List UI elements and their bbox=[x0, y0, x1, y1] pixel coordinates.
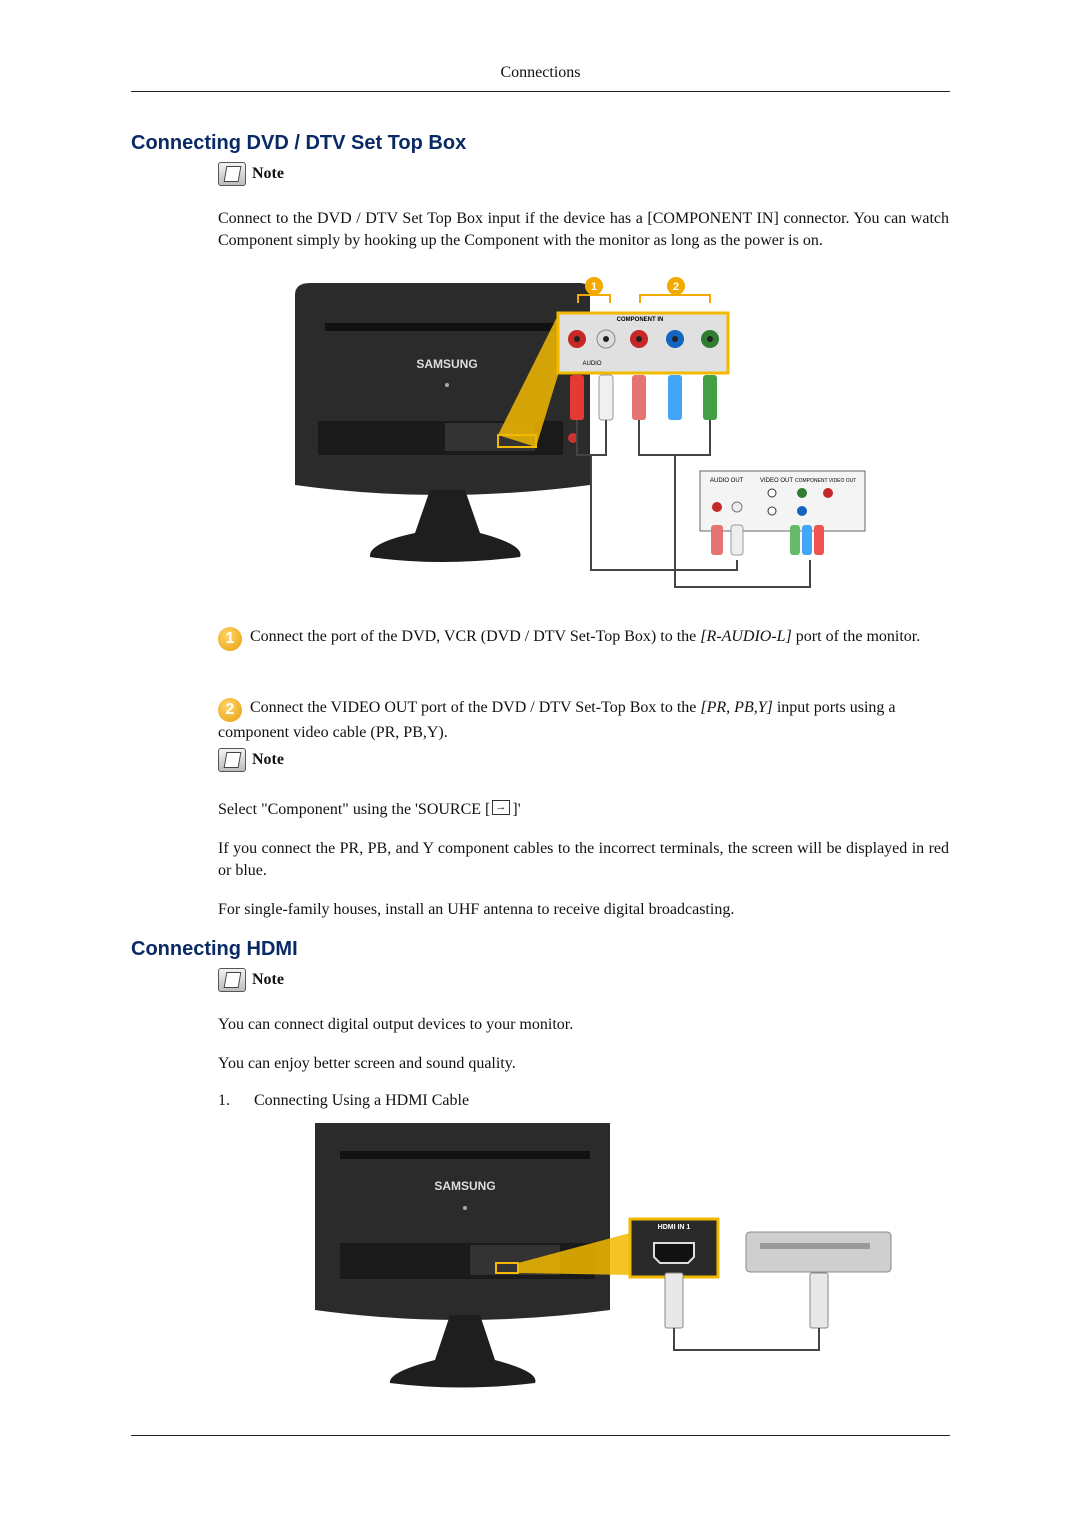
step-1-tail: port of the monitor. bbox=[795, 628, 921, 645]
hdmi-cable bbox=[673, 1328, 820, 1351]
hdmi-port bbox=[653, 1242, 695, 1264]
hdmi-plug-device bbox=[809, 1272, 829, 1329]
note-icon bbox=[218, 968, 246, 992]
step-1-text: Connect the port of the DVD, VCR (DVD / … bbox=[250, 628, 697, 645]
incorrect-terminals: If you connect the PR, PB, and Y compone… bbox=[218, 838, 949, 882]
cable-plugs bbox=[570, 374, 717, 421]
note-2: Note bbox=[218, 748, 284, 772]
hdmi-plug-monitor bbox=[664, 1272, 684, 1329]
note-label: Note bbox=[252, 971, 284, 988]
select-text-a: Select "Component" using the 'SOURCE [ bbox=[218, 801, 491, 818]
vent-strip bbox=[340, 1151, 590, 1159]
brand-logo: SAMSUNG bbox=[416, 357, 477, 371]
uhf-text: For single-family houses, install an UHF… bbox=[218, 901, 735, 918]
hdmi-connection-figure: SAMSUNG HDMI IN 1 bbox=[315, 1123, 892, 1388]
step-1: 1 Connect the port of the DVD, VCR (DVD … bbox=[218, 626, 949, 651]
note-icon bbox=[218, 162, 246, 186]
component-connection-figure: SAMSUNG COMPONENT IN AUDIO 1 2 AUDIO OUT… bbox=[295, 277, 866, 588]
callout-1 bbox=[585, 277, 603, 295]
note-label: Note bbox=[252, 751, 284, 768]
note-label: Note bbox=[252, 165, 284, 182]
svg-text:1: 1 bbox=[591, 281, 597, 293]
list-item: 1. Connecting Using a HDMI Cable bbox=[218, 1092, 469, 1110]
note-1: Note bbox=[218, 162, 284, 186]
uhf-note: For single-family houses, install an UHF… bbox=[218, 899, 949, 921]
hdmi-in-label: HDMI IN 1 bbox=[658, 1224, 691, 1231]
svg-text:2: 2 bbox=[673, 281, 679, 293]
header-rule bbox=[131, 91, 950, 92]
note-icon bbox=[218, 748, 246, 772]
dvd-intro-text: Connect to the DVD / DTV Set Top Box inp… bbox=[218, 210, 949, 249]
dvd-back-panel bbox=[699, 470, 866, 532]
select-source: Select "Component" using the 'SOURCE [ ]' bbox=[218, 796, 949, 821]
list-text: Connecting Using a HDMI Cable bbox=[254, 1092, 470, 1109]
jacks bbox=[568, 329, 719, 349]
component-out-label: COMPONENT VIDEO OUT bbox=[795, 478, 856, 484]
brand-logo: SAMSUNG bbox=[434, 1179, 495, 1193]
monitor-stand bbox=[389, 1315, 536, 1388]
step-2-tail: input ports using a component video cabl… bbox=[218, 699, 896, 741]
step-1-badge: 1 bbox=[218, 627, 242, 651]
audio-out-label: AUDIO OUT bbox=[710, 478, 744, 484]
video-out-label: VIDEO OUT bbox=[760, 478, 793, 484]
dvd-player bbox=[745, 1231, 892, 1273]
hdmi-line-1-text: You can connect digital output devices t… bbox=[218, 1016, 574, 1033]
component-in-label: COMPONENT IN bbox=[617, 317, 664, 323]
source-icon bbox=[492, 796, 511, 818]
step-2: 2 Connect the VIDEO OUT port of the DVD … bbox=[218, 697, 949, 744]
note-3: Note bbox=[218, 968, 284, 992]
select-text-b: ]' bbox=[512, 801, 521, 818]
hdmi-line-2: You can enjoy better screen and sound qu… bbox=[218, 1053, 949, 1075]
incorrect-text: If you connect the PR, PB, and Y compone… bbox=[218, 840, 949, 879]
step-1-port: [R-AUDIO-L] bbox=[700, 628, 792, 645]
monitor-stand bbox=[369, 490, 521, 562]
callout-2 bbox=[667, 277, 685, 295]
step-2-badge: 2 bbox=[218, 698, 242, 722]
step-2-ports: [PR, PB,Y] bbox=[700, 699, 773, 716]
audio-label: AUDIO bbox=[582, 361, 601, 367]
running-header: Connections bbox=[500, 64, 581, 81]
hdmi-line-1: You can connect digital output devices t… bbox=[218, 1014, 949, 1036]
vent-strip bbox=[325, 323, 565, 331]
dvd-intro: Connect to the DVD / DTV Set Top Box inp… bbox=[218, 208, 949, 252]
footer-rule bbox=[131, 1435, 950, 1436]
list-number: 1. bbox=[218, 1092, 230, 1109]
hdmi-line-2-text: You can enjoy better screen and sound qu… bbox=[218, 1055, 516, 1072]
step-2-text: Connect the VIDEO OUT port of the DVD / … bbox=[250, 699, 697, 716]
section-title-hdmi: Connecting HDMI bbox=[131, 938, 298, 960]
section-title-dvd: Connecting DVD / DTV Set Top Box bbox=[131, 132, 467, 154]
